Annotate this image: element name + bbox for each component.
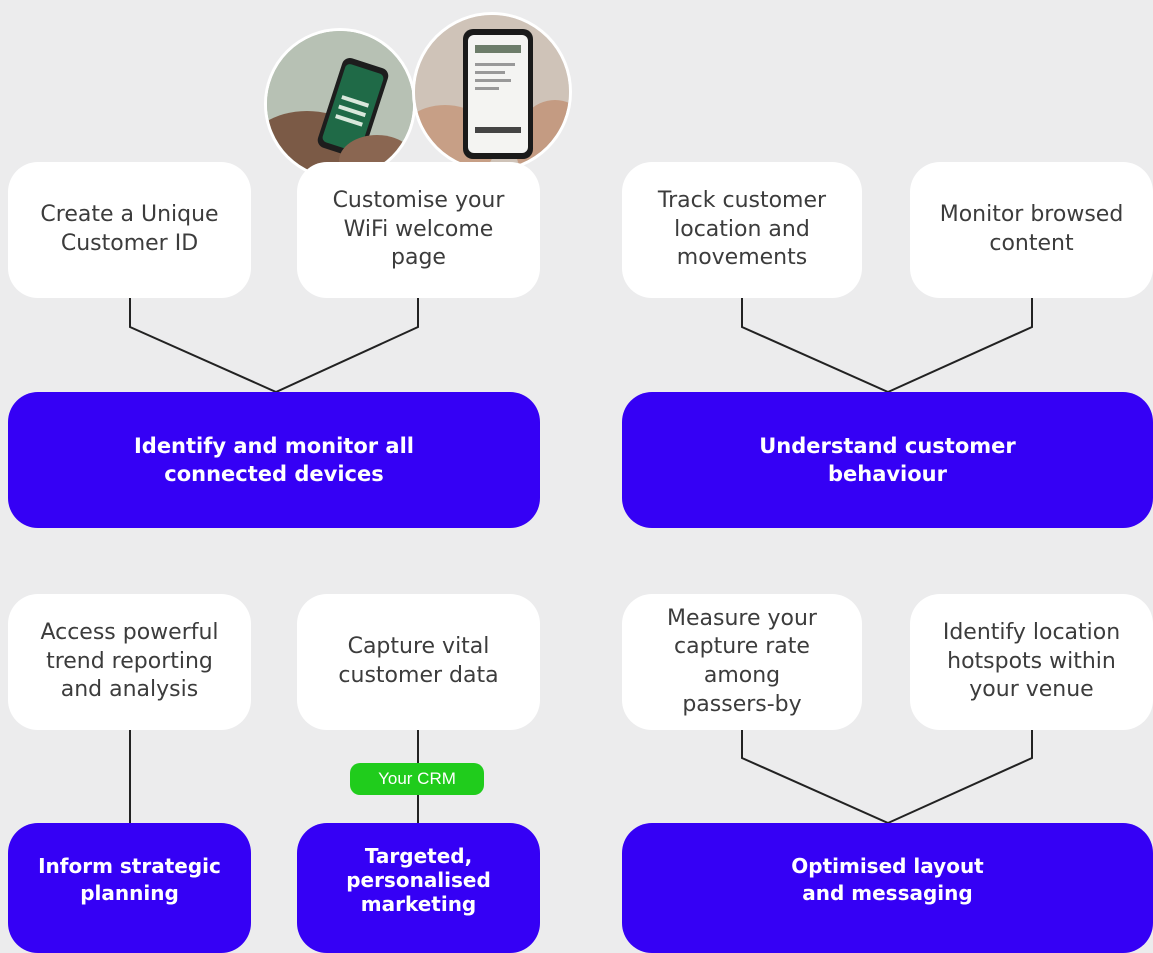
- phone-hand-illustration: [267, 31, 413, 177]
- card-label: Access powerful trend reporting and anal…: [40, 620, 219, 703]
- phone-hand-illustration: [415, 15, 569, 169]
- card-label: Capture vital customer data: [338, 634, 499, 688]
- card-track-customer-location: Track customer location and movements: [622, 162, 862, 298]
- result-inform-strategic-planning: Inform strategic planning: [8, 823, 251, 953]
- card-trend-reporting: Access powerful trend reporting and anal…: [8, 594, 251, 730]
- card-customise-wifi-page: Customise your WiFi welcome page: [297, 162, 540, 298]
- result-optimised-layout: Optimised layout and messaging: [622, 823, 1153, 953]
- connector-top-right: [741, 298, 1033, 394]
- card-measure-capture-rate: Measure your capture rate among passers-…: [622, 594, 862, 730]
- result-label: Understand customer behaviour: [759, 433, 1016, 486]
- card-label: Measure your capture rate among passers-…: [667, 605, 817, 717]
- card-label: Monitor browsed content: [939, 202, 1124, 256]
- card-label: Track customer location and movements: [657, 188, 827, 271]
- card-create-customer-id: Create a Unique Customer ID: [8, 162, 251, 298]
- result-label: Targeted, personalised marketing: [346, 844, 491, 916]
- card-label: Customise your WiFi welcome page: [332, 188, 505, 271]
- card-label: Identify location hotspots within your v…: [942, 620, 1121, 703]
- photo-phone-registration: [412, 12, 572, 172]
- result-identify-monitor-devices: Identify and monitor all connected devic…: [8, 392, 540, 528]
- result-label: Inform strategic planning: [38, 854, 221, 905]
- result-understand-behaviour: Understand customer behaviour: [622, 392, 1153, 528]
- crm-badge: Your CRM: [350, 763, 484, 795]
- result-targeted-marketing: Targeted, personalised marketing: [297, 823, 540, 953]
- card-capture-customer-data: Capture vital customer data: [297, 594, 540, 730]
- connector-top-left: [129, 298, 419, 394]
- card-identify-location-hotspots: Identify location hotspots within your v…: [910, 594, 1153, 730]
- photo-phone-green: [264, 28, 416, 180]
- card-monitor-browsed-content: Monitor browsed content: [910, 162, 1153, 298]
- connector-bottom-right: [741, 730, 1033, 825]
- card-label: Create a Unique Customer ID: [40, 202, 219, 256]
- result-label: Optimised layout and messaging: [791, 854, 984, 905]
- result-label: Identify and monitor all connected devic…: [133, 433, 415, 486]
